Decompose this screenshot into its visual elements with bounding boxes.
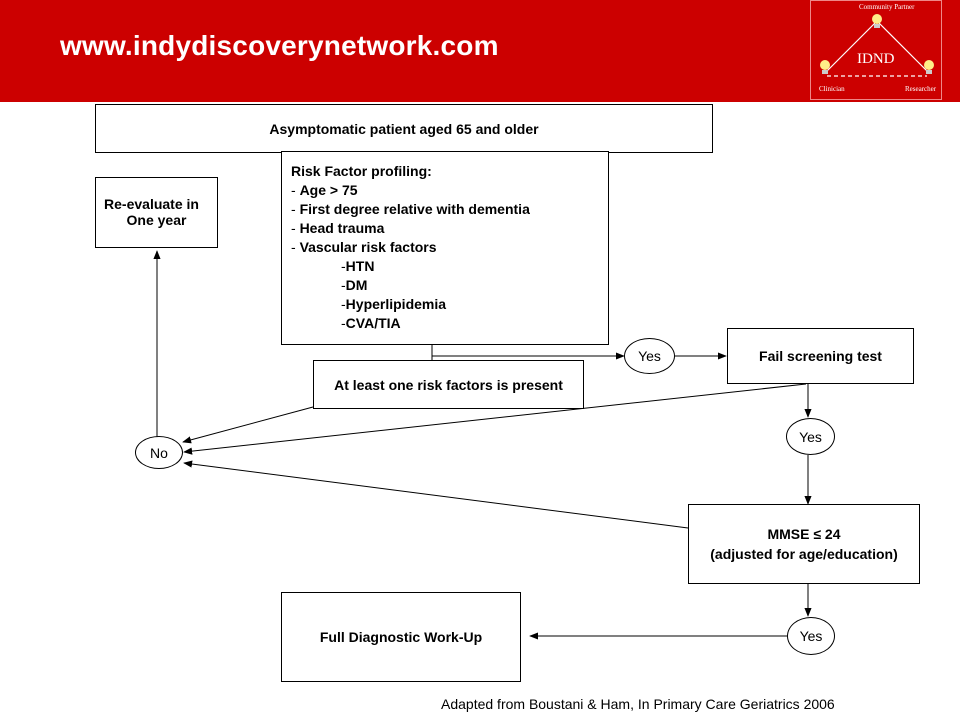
reevaluate-line2: One year — [126, 212, 187, 228]
idnd-logo: Community Partner Clinician Researcher I… — [810, 0, 942, 100]
logo-triangle-icon — [820, 14, 934, 77]
risk-profile-box: Risk Factor profiling: - Age > 75 - Firs… — [281, 151, 609, 345]
yes-node-3: Yes — [787, 617, 835, 655]
lightbulb-icon — [820, 60, 830, 70]
risk-item: Head trauma — [299, 220, 385, 236]
fail-screening-box: Fail screening test — [727, 328, 914, 384]
citation: Adapted from Boustani & Ham, In Primary … — [441, 696, 835, 712]
vascular-subitem: Hyperlipidemia — [345, 296, 447, 312]
lightbulb-icon — [924, 60, 934, 70]
full-workup-box: Full Diagnostic Work-Up — [281, 592, 521, 682]
no-node: No — [135, 436, 183, 469]
start-box: Asymptomatic patient aged 65 and older — [95, 104, 713, 153]
mmse-line2: (adjusted for age/education) — [710, 546, 898, 562]
reevaluate-line1: Re-evaluate in — [104, 196, 199, 212]
lightbulb-icon — [872, 14, 882, 24]
reevaluate-box: Re-evaluate in One year — [95, 177, 218, 248]
risk-item: Age > 75 — [299, 182, 358, 198]
logo-right-label: Researcher — [905, 85, 937, 93]
vascular-subitem: DM — [345, 277, 368, 293]
risk-item: First degree relative with dementia — [299, 201, 530, 217]
mmse-box: MMSE ≤ 24 (adjusted for age/education) — [688, 504, 920, 584]
risk-item: Vascular risk factors — [299, 239, 437, 255]
risk-profile-title: Risk Factor profiling: — [291, 163, 432, 179]
mmse-line1: MMSE ≤ 24 — [767, 526, 841, 542]
logo-center-label: IDND — [857, 51, 895, 67]
yes-node-2: Yes — [786, 418, 835, 455]
header-bar: www.indydiscoverynetwork.com Community P… — [0, 0, 960, 102]
logo-top-label: Community Partner — [859, 3, 915, 11]
yes-node-1: Yes — [624, 338, 675, 374]
vascular-subitem: CVA/TIA — [345, 315, 401, 331]
vascular-subitem: HTN — [345, 258, 375, 274]
risk-present-box: At least one risk factors is present — [313, 360, 584, 409]
site-url[interactable]: www.indydiscoverynetwork.com — [60, 30, 499, 61]
logo-left-label: Clinician — [819, 85, 845, 93]
